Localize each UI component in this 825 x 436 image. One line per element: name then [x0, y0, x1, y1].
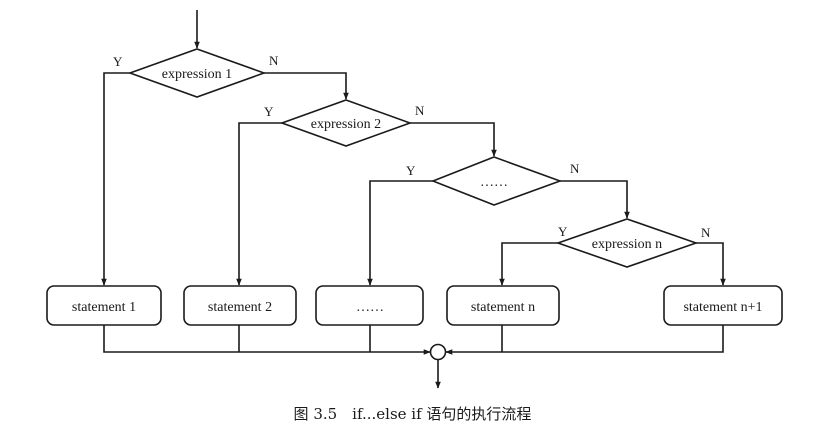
- decision-1-yes-label: Y: [113, 54, 123, 69]
- decision-expression-1: [127, 48, 267, 98]
- decision-n-yes-label: Y: [558, 224, 568, 239]
- decision-expression-2-label: expression 2: [311, 117, 381, 132]
- decision-3-no-label: N: [570, 161, 580, 176]
- statement-n: [446, 285, 560, 326]
- merge-line-right: [445, 325, 724, 355]
- decision-3-no-connector: [560, 180, 630, 219]
- decision-2-yes-connector: [236, 122, 282, 286]
- decision-3-yes-connector: [367, 180, 433, 286]
- decision-expression-n: [555, 218, 699, 268]
- decision-ellipsis-label: ……: [480, 175, 508, 190]
- decision-n-no-label: N: [701, 225, 711, 240]
- statement-2-label: statement 2: [208, 300, 272, 315]
- statement-ellipsis-label: ……: [356, 300, 384, 315]
- statement-1-label: statement 1: [72, 300, 136, 315]
- statement-2: [183, 285, 297, 326]
- statement-n-label: statement n: [471, 300, 535, 315]
- merge-line-left: [103, 325, 431, 355]
- decision-1-no-connector: [264, 72, 349, 100]
- decision-n-yes-connector: [499, 242, 558, 286]
- decision-3-yes-label: Y: [406, 163, 416, 178]
- decision-n-no-connector: [696, 242, 726, 286]
- decision-2-no-connector: [410, 122, 497, 157]
- decision-expression-1-label: expression 1: [162, 67, 232, 82]
- decision-2-yes-label: Y: [264, 104, 274, 119]
- figure-caption: 图 3.5 if...else if 语句的执行流程: [293, 405, 532, 423]
- decision-1-yes-connector: [101, 72, 130, 286]
- decision-expression-n-label: expression n: [592, 237, 662, 252]
- decision-2-no-label: N: [415, 103, 425, 118]
- decision-ellipsis: [430, 156, 563, 206]
- decision-1-no-label: N: [269, 53, 279, 68]
- statement-n-plus-1-label: statement n+1: [683, 300, 762, 315]
- merge-junction: [429, 343, 447, 361]
- decision-expression-2: [279, 99, 413, 147]
